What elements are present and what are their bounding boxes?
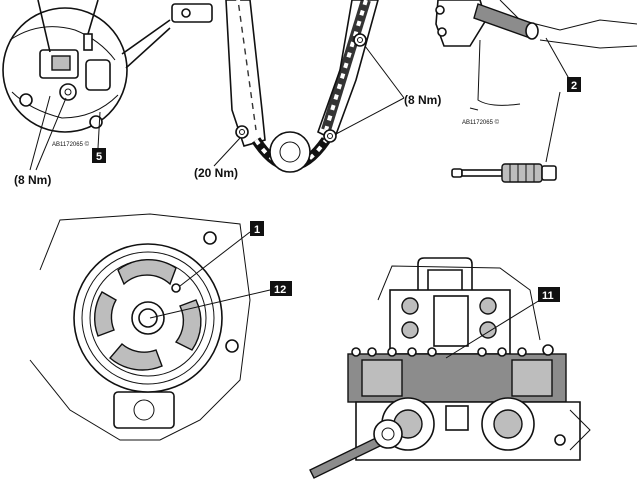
part-number-12: 12 — [274, 284, 286, 296]
chain-right — [321, 0, 371, 132]
torque-label-20nm: (20 Nm) — [194, 166, 238, 180]
copyright-caption: AB1172065 © — [52, 141, 90, 148]
part-number-5: 5 — [96, 151, 102, 163]
part-badge-12 — [270, 281, 292, 296]
part-number-11: 11 — [542, 290, 554, 302]
cam-lobes — [401, 295, 497, 347]
part-badge-5 — [92, 148, 106, 163]
part-badge-11 — [538, 287, 560, 302]
part-badge-1 — [250, 221, 264, 236]
plate-bolts — [351, 344, 554, 357]
tensioner-detail-inset: AB1172065 © (8 Nm) 5 — [2, 0, 171, 187]
torque-label-8nm-right: (8 Nm) — [404, 93, 441, 107]
part-badge-2 — [567, 77, 581, 92]
timing-chain-view: (20 Nm) (8 Nm) — [171, 0, 441, 180]
locking-pin-view: 2 AB1172065 © — [435, 0, 637, 183]
crankshaft-pulley-view: 1 12 — [29, 213, 292, 441]
camshaft-locking-view: 11 — [309, 257, 591, 479]
copyright-caption-2: AB1172065 © — [462, 119, 500, 126]
part-number-2: 2 — [571, 80, 577, 92]
torque-label-8nm: (8 Nm) — [14, 173, 51, 187]
chain-left — [236, 0, 258, 131]
part-number-1: 1 — [254, 224, 260, 236]
